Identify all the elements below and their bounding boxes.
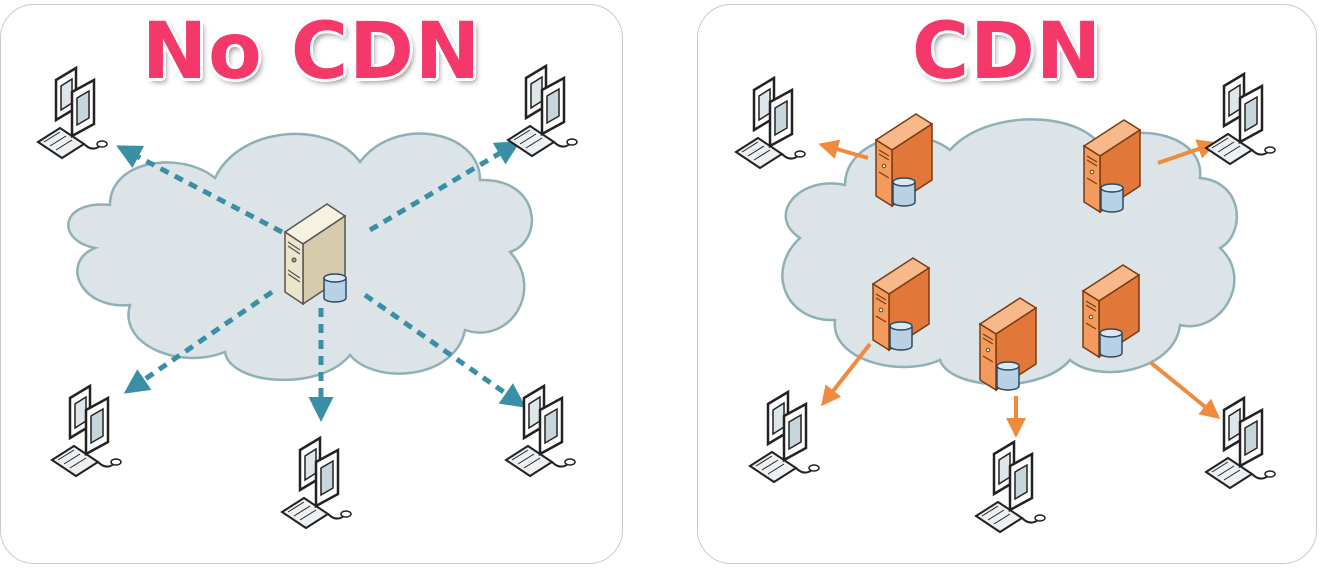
dashed-arrow xyxy=(123,289,274,394)
no-cdn-title: No CDN xyxy=(141,7,482,97)
cdn-title: CDN xyxy=(911,7,1103,97)
dashed-arrow xyxy=(368,140,521,233)
solid-arrow xyxy=(1157,139,1218,165)
origin-server-icon xyxy=(283,203,347,306)
computer-icon xyxy=(974,440,1047,534)
solid-arrow xyxy=(818,139,869,160)
solid-arrow xyxy=(1148,360,1221,420)
dashed-arrow xyxy=(116,145,284,235)
cdn-diagram xyxy=(734,72,1277,534)
solid-arrow xyxy=(821,342,872,407)
computer-icon xyxy=(1204,396,1277,490)
no-cdn-diagram xyxy=(36,64,579,530)
computer-icon xyxy=(50,384,123,478)
computer-icon xyxy=(748,390,821,484)
computer-icon xyxy=(280,436,353,530)
